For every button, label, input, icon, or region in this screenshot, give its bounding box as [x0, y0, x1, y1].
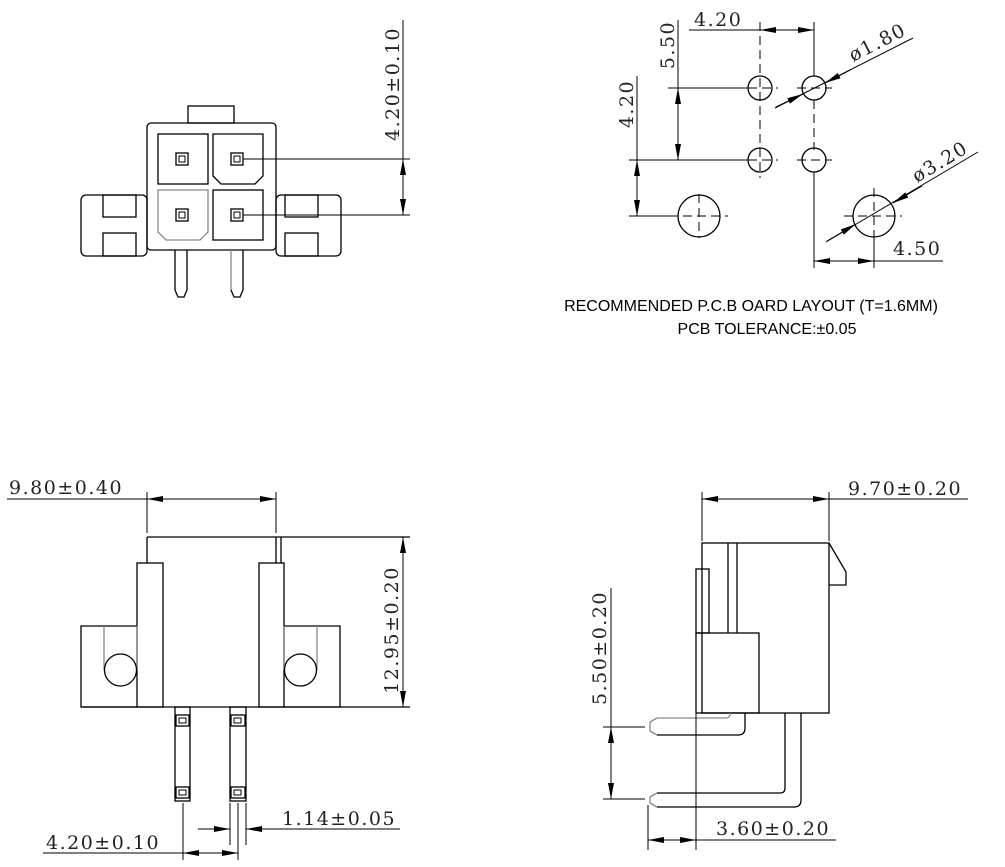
front-width-dim: 9.80±0.40: [9, 477, 123, 499]
pcb-layout-view: 4.20 5.50 4.20 ø1.80 ø3.20 4.50 RECOMMEN…: [564, 9, 979, 338]
pcb-caption-line2: PCB TOLERANCE:±0.05: [678, 321, 857, 338]
mating-face-view: 4.20±0.10: [80, 20, 410, 298]
pcb-small-hole-dim: ø1.80: [845, 19, 910, 66]
front-view: 9.80±0.40 12.95±0.20 1.14±0.05 4.20±0.10: [7, 477, 410, 860]
pin-width-dim: 1.14±0.05: [282, 808, 396, 830]
front-pins: [174, 706, 247, 802]
terminal-cavities: [175, 152, 244, 222]
top-height-dim: 4.20±0.10: [382, 27, 404, 141]
pin-pitch-dim: 4.20±0.10: [46, 832, 160, 854]
pcb-caption-line1: RECOMMENDED P.C.B OARD LAYOUT (T=1.6MM): [564, 298, 938, 315]
front-height-dim: 12.95±0.20: [381, 566, 403, 694]
pcb-offset-y-dim: 5.50: [657, 21, 679, 69]
side-view: 9.70±0.20 5.50±0.20 3.60±0.20: [589, 478, 968, 850]
pcb-pitch-y-dim: 4.20: [616, 80, 638, 128]
pcb-large-hole-dim: ø3.20: [908, 137, 972, 187]
side-depth-dim: 9.70±0.20: [848, 478, 962, 500]
side-pin-offset-dim: 3.60±0.20: [716, 818, 830, 840]
pcb-peg-offset-dim: 4.50: [893, 238, 941, 260]
pcb-pitch-x-dim: 4.20: [694, 9, 742, 31]
side-pin-row-dim: 5.50±0.20: [589, 591, 611, 705]
